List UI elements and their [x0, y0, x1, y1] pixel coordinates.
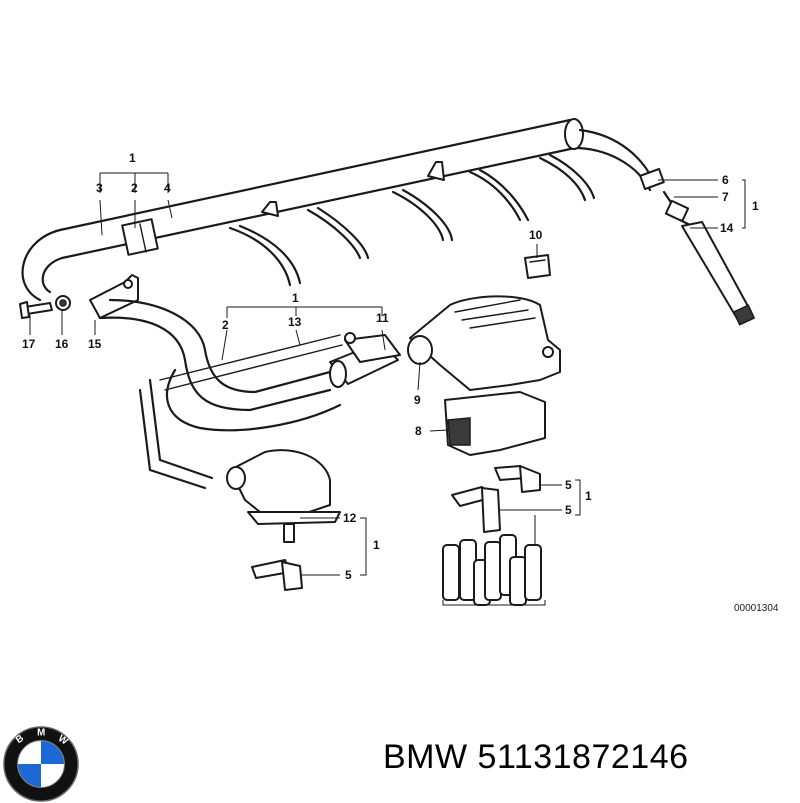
- cap-cover: [444, 391, 546, 456]
- svg-text:M: M: [37, 728, 45, 739]
- callout-13: 13: [288, 315, 302, 329]
- plug-connectors: [251, 465, 541, 591]
- callout-7: 7: [722, 190, 729, 204]
- branch-leads: [228, 153, 596, 287]
- callout-15: 15: [88, 337, 102, 351]
- callout-5-a: 5: [565, 478, 572, 492]
- callout-3: 3: [96, 181, 103, 195]
- retaining-clip: [524, 254, 551, 279]
- part-number-caption: BMW 51131872146: [383, 738, 689, 776]
- callout-2-mid: 2: [222, 318, 229, 332]
- callout-11: 11: [376, 311, 389, 325]
- callout-6: 6: [722, 173, 729, 187]
- callout-4: 4: [164, 181, 171, 195]
- callout-1-lower: 1: [585, 489, 592, 503]
- callout-labels: 1 3 2 4 17 16 15 1 2 13 11 9 8 10 6 7 1 …: [22, 151, 779, 614]
- callout-1-bottom: 1: [373, 538, 380, 552]
- bmw-logo: B M W: [3, 726, 79, 802]
- callout-12: 12: [343, 511, 357, 525]
- callout-9: 9: [414, 393, 421, 407]
- leader-lines: [29, 172, 746, 606]
- harness-loop: [98, 298, 401, 490]
- distributor-cap: [407, 295, 561, 391]
- callout-10: 10: [529, 228, 543, 242]
- callout-1-top: 1: [129, 151, 136, 165]
- callout-1-right: 1: [752, 199, 759, 213]
- callout-5-c: 5: [345, 568, 352, 582]
- callout-14: 14: [720, 221, 734, 235]
- right-plug-lead: [576, 128, 756, 326]
- callout-1-mid: 1: [292, 291, 299, 305]
- spark-plug-boots: [442, 534, 542, 606]
- ignition-coil: [226, 449, 341, 543]
- callout-5-b: 5: [565, 503, 572, 517]
- callout-2-top: 2: [131, 181, 138, 195]
- drawing-code: 00001304: [734, 603, 779, 614]
- callout-8: 8: [415, 424, 422, 438]
- callout-17: 17: [22, 337, 36, 351]
- callout-16: 16: [55, 337, 69, 351]
- lead-conduit-tube: [21, 118, 584, 302]
- bracket-bolt: [19, 274, 139, 319]
